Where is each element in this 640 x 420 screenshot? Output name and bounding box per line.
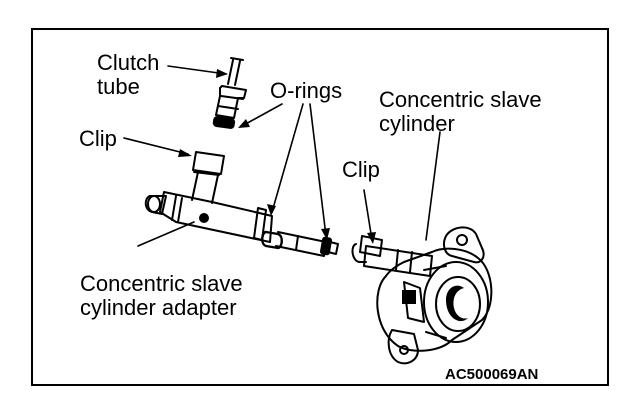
adapter-riser xyxy=(191,171,220,204)
label-clutch-tube-line2: tube xyxy=(97,74,140,99)
label-clip-right: Clip xyxy=(342,157,380,182)
adapter-oring-end xyxy=(319,236,333,256)
adapter-spigot-ring xyxy=(295,235,299,251)
leader-o-ring-end xyxy=(309,103,327,237)
csc-rim xyxy=(423,265,447,339)
leader-clutch-tube xyxy=(167,65,227,75)
adapter-ridge xyxy=(171,195,183,223)
adapter-tube-body xyxy=(159,191,273,243)
adapter-end-face xyxy=(147,195,161,213)
leader-adapter xyxy=(137,221,195,247)
adapter-tip xyxy=(327,241,339,255)
label-csc-line1: Concentric slave xyxy=(379,87,542,112)
tube-ribs xyxy=(217,95,244,110)
csc-flange-top xyxy=(443,226,485,264)
clutch-tube xyxy=(212,57,247,129)
adapter-end-cap xyxy=(144,195,167,215)
arrowheads xyxy=(178,69,376,244)
tube-shaft xyxy=(227,59,241,86)
label-adapter-line1: Concentric slave xyxy=(80,271,243,296)
tube-top xyxy=(230,57,244,61)
csc-face-inner xyxy=(435,276,481,332)
label-adapter-line2: cylinder adapter xyxy=(80,295,237,320)
leader-clip-top xyxy=(123,137,189,155)
leader-lines xyxy=(123,65,441,247)
tube-oring xyxy=(212,116,236,129)
csc-body-lines xyxy=(403,281,425,323)
label-concentric-slave-cylinder-adapter: Concentric slave cylinder adapter xyxy=(80,272,243,320)
leader-o-ring-top xyxy=(241,103,283,127)
csc-flange-hole xyxy=(456,234,468,246)
csc-flange-hole-bottom xyxy=(399,345,409,355)
label-concentric-slave-cylinder: Concentric slave cylinder xyxy=(379,88,542,136)
label-clip-top: Clip xyxy=(79,126,117,151)
label-csc-line2: cylinder xyxy=(379,111,455,136)
leader-clip-right xyxy=(363,189,373,241)
leader-o-ring-mid xyxy=(271,103,304,213)
adapter-oring-mid xyxy=(261,230,283,250)
label-clutch-tube-line1: Clutch xyxy=(97,50,160,75)
tube-fitting xyxy=(215,85,247,119)
figure-code: AC500069AN xyxy=(445,366,539,383)
arrow-o-ring-end xyxy=(321,228,330,240)
adapter-clip xyxy=(192,151,225,175)
csc-clip xyxy=(359,235,383,257)
csc-inlet xyxy=(351,243,367,263)
concentric-slave-cylinder xyxy=(351,226,493,365)
leader-slave-cylinder xyxy=(425,131,441,241)
arrow-clutch-tube xyxy=(216,69,228,78)
adapter-bolt xyxy=(199,213,209,223)
arrow-clip-top xyxy=(178,149,192,157)
arrow-o-ring-top xyxy=(238,119,250,128)
csc-housing xyxy=(376,247,493,352)
slave-cylinder-adapter xyxy=(144,151,339,257)
adapter-spigot xyxy=(275,231,327,257)
csc-face-outer xyxy=(423,261,489,343)
csc-window xyxy=(402,290,416,304)
csc-inlet-barrel xyxy=(363,245,433,277)
csc-bore xyxy=(446,285,468,322)
csc-flange-bottom xyxy=(387,329,419,365)
arrow-o-ring-mid xyxy=(267,204,276,216)
label-o-rings: O-rings xyxy=(270,78,343,103)
figure-border xyxy=(31,28,609,386)
label-clutch-tube: Clutch tube xyxy=(97,51,159,99)
